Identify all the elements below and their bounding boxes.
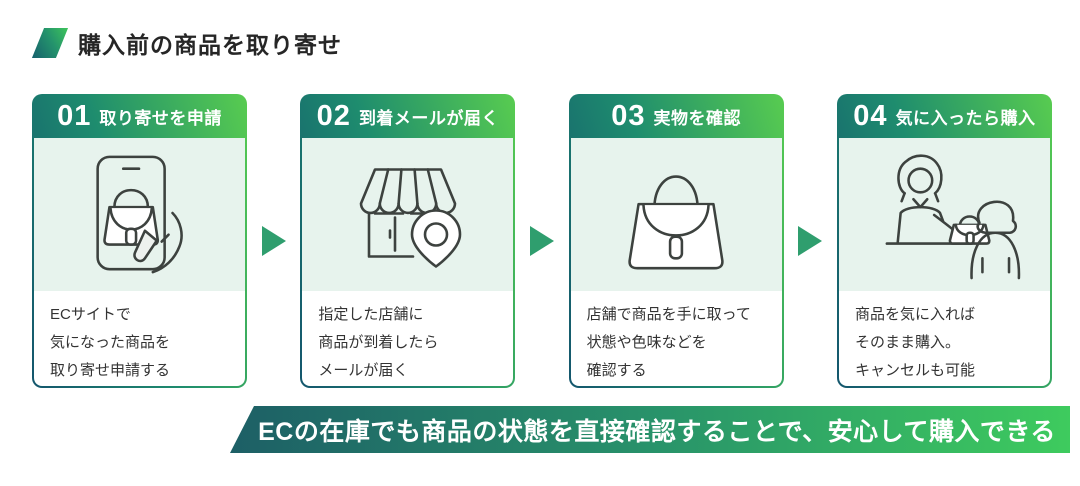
- step-number: 02: [316, 99, 351, 132]
- step-card-4-body: 商品を気に入れば そのまま購入。 キャンセルも可能: [838, 138, 1050, 386]
- step-card-4-header: 04 気に入ったら購入: [839, 94, 1050, 138]
- step-card-1-body: ECサイトで 気になった商品を 取り寄せ申請する: [34, 138, 245, 386]
- arrow-right-icon: [529, 226, 554, 256]
- step-card-3-body: 店舗で商品を手に取って 状態や色味などを 確認する: [570, 138, 782, 386]
- arrow-right-icon: [798, 226, 823, 256]
- step-card-4-icon-area: [838, 138, 1050, 291]
- step-description: 店舗で商品を手に取って 状態や色味などを 確認する: [586, 306, 751, 379]
- slash-accent-icon: [31, 28, 69, 58]
- page-header: 購入前の商品を取り寄せ: [31, 26, 342, 60]
- step-card-2: 02 到着メールが届く: [300, 94, 516, 388]
- step-title: 実物を確認: [653, 108, 741, 128]
- step-card-3: 03 実物を確認 店舗で商品を手に取って 状態や色味などを 確認する: [568, 94, 784, 388]
- step-card-1: 01 取り寄せを申請 EC: [32, 94, 247, 388]
- summary-banner-text: ECの在庫でも商品の状態を直接確認することで、安心して購入できる: [258, 417, 1056, 446]
- steps-row: 01 取り寄せを申請 EC: [32, 94, 1052, 388]
- step-card-1-header: 01 取り寄せを申請: [34, 94, 245, 138]
- step-description: 商品を気に入れば そのまま購入。 キャンセルも可能: [854, 306, 975, 379]
- store-location-icon: [359, 168, 462, 268]
- step-card-2-icon-area: [302, 138, 514, 291]
- step-description: 指定した店舗に 商品が到着したら メールが届く: [318, 306, 439, 379]
- summary-banner: ECの在庫でも商品の状態を直接確認することで、安心して購入できる: [230, 406, 1070, 453]
- step-title: 取り寄せを申請: [99, 108, 222, 128]
- step-card-3-header: 03 実物を確認: [571, 94, 782, 138]
- step-number: 01: [57, 99, 92, 132]
- step-number: 03: [611, 99, 646, 132]
- step-card-4: 04 気に入ったら購入: [836, 94, 1052, 388]
- step-title: 到着メールが届く: [358, 108, 499, 128]
- arrow-right-icon: [261, 226, 286, 256]
- purchase-counter-icon: [886, 154, 1021, 280]
- step-card-1-icon-area: [34, 138, 245, 291]
- handbag-icon: [628, 175, 724, 270]
- step-card-2-body: 指定した店舗に 商品が到着したら メールが届く: [302, 138, 514, 386]
- step-card-2-header: 02 到着メールが届く: [302, 94, 513, 138]
- page-title: 購入前の商品を取り寄せ: [78, 32, 342, 58]
- step-card-3-icon-area: [570, 138, 782, 291]
- step-title: 気に入ったら購入: [895, 108, 1036, 128]
- step-number: 04: [853, 99, 888, 132]
- phone-order-icon: [95, 155, 183, 274]
- step-description: ECサイトで 気になった商品を 取り寄せ申請する: [50, 306, 171, 379]
